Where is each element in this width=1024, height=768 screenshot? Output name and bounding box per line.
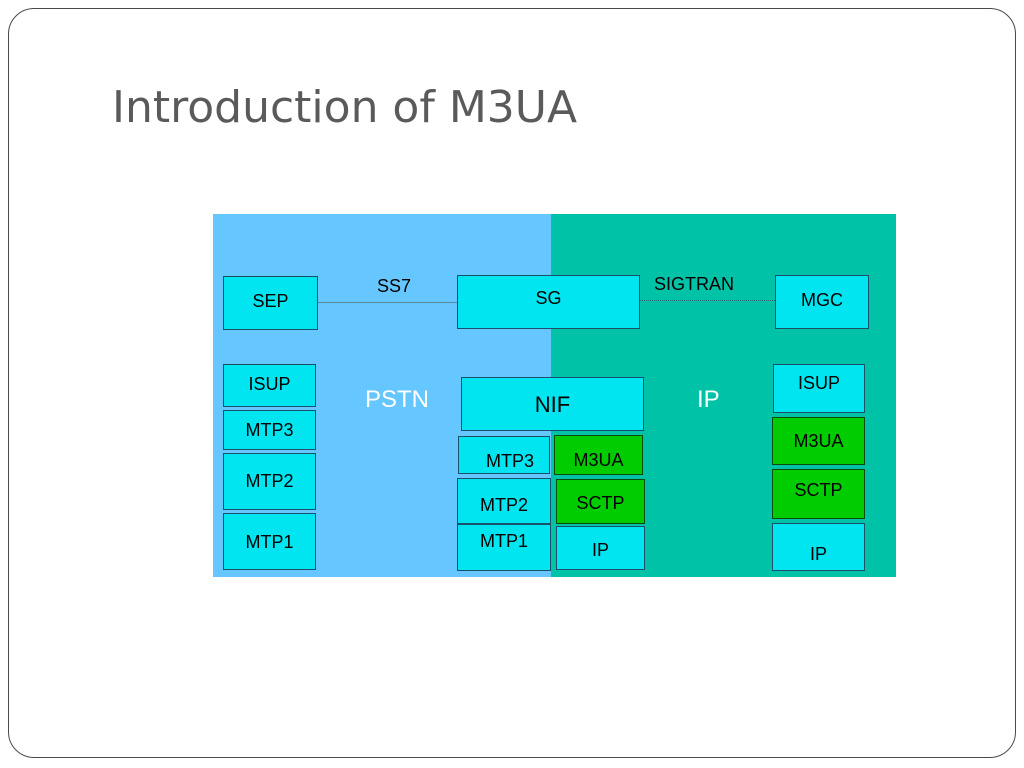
sg-sctp-label: SCTP [576, 493, 625, 513]
ip-region-label: IP [697, 386, 720, 413]
mgc-sctp-label: SCTP [794, 480, 843, 500]
sg-mtp2-label: MTP2 [479, 495, 528, 515]
sigtran-link-line [639, 300, 775, 301]
sg-mtp1-layer: MTP1 [457, 524, 551, 571]
sep-isup-label: ISUP [248, 374, 291, 394]
sg-mtp3-label: MTP3 [485, 451, 534, 471]
sigtran-link-label: SIGTRAN [654, 274, 735, 294]
sep-mtp3-label: MTP3 [245, 420, 294, 440]
sep-mtp1-layer: MTP1 [223, 513, 316, 570]
sep-mtp2-label: MTP2 [245, 471, 294, 491]
mgc-node-label: MGC [801, 290, 843, 310]
m3ua-architecture-diagram: SS7 SIGTRAN PSTN IP SEP SG MGC NIF ISUP … [213, 214, 896, 577]
sg-node: SG [457, 275, 640, 329]
mgc-sctp-layer: SCTP [772, 469, 865, 519]
sg-m3ua-layer: M3UA [554, 435, 643, 475]
mgc-isup-layer: ISUP [773, 364, 865, 413]
nif-node-label: NIF [534, 392, 571, 417]
mgc-m3ua-label: M3UA [793, 431, 844, 451]
ss7-link-line [317, 302, 457, 303]
sep-mtp2-layer: MTP2 [223, 453, 316, 510]
sep-node: SEP [223, 276, 318, 330]
sep-mtp1-label: MTP1 [245, 532, 294, 552]
sep-mtp3-layer: MTP3 [223, 410, 316, 450]
sg-sctp-layer: SCTP [556, 479, 645, 524]
sg-mtp2-layer: MTP2 [457, 478, 551, 524]
mgc-ip-label: IP [809, 544, 827, 564]
slide-title: Introduction of M3UA [112, 82, 578, 133]
sep-isup-layer: ISUP [223, 364, 316, 407]
pstn-region-label: PSTN [365, 386, 430, 413]
sg-m3ua-label: M3UA [573, 450, 624, 470]
sg-mtp3-layer: MTP3 [458, 436, 550, 474]
mgc-m3ua-layer: M3UA [772, 417, 865, 465]
mgc-ip-layer: IP [772, 523, 865, 571]
sg-ip-label: IP [591, 540, 609, 560]
ss7-link-label: SS7 [377, 276, 412, 296]
sg-node-label: SG [535, 288, 562, 308]
sep-node-label: SEP [252, 291, 289, 311]
sg-ip-layer: IP [556, 526, 645, 570]
sg-mtp1-label: MTP1 [479, 531, 528, 551]
mgc-node: MGC [775, 275, 869, 329]
mgc-isup-label: ISUP [797, 373, 840, 393]
nif-node: NIF [461, 377, 644, 431]
